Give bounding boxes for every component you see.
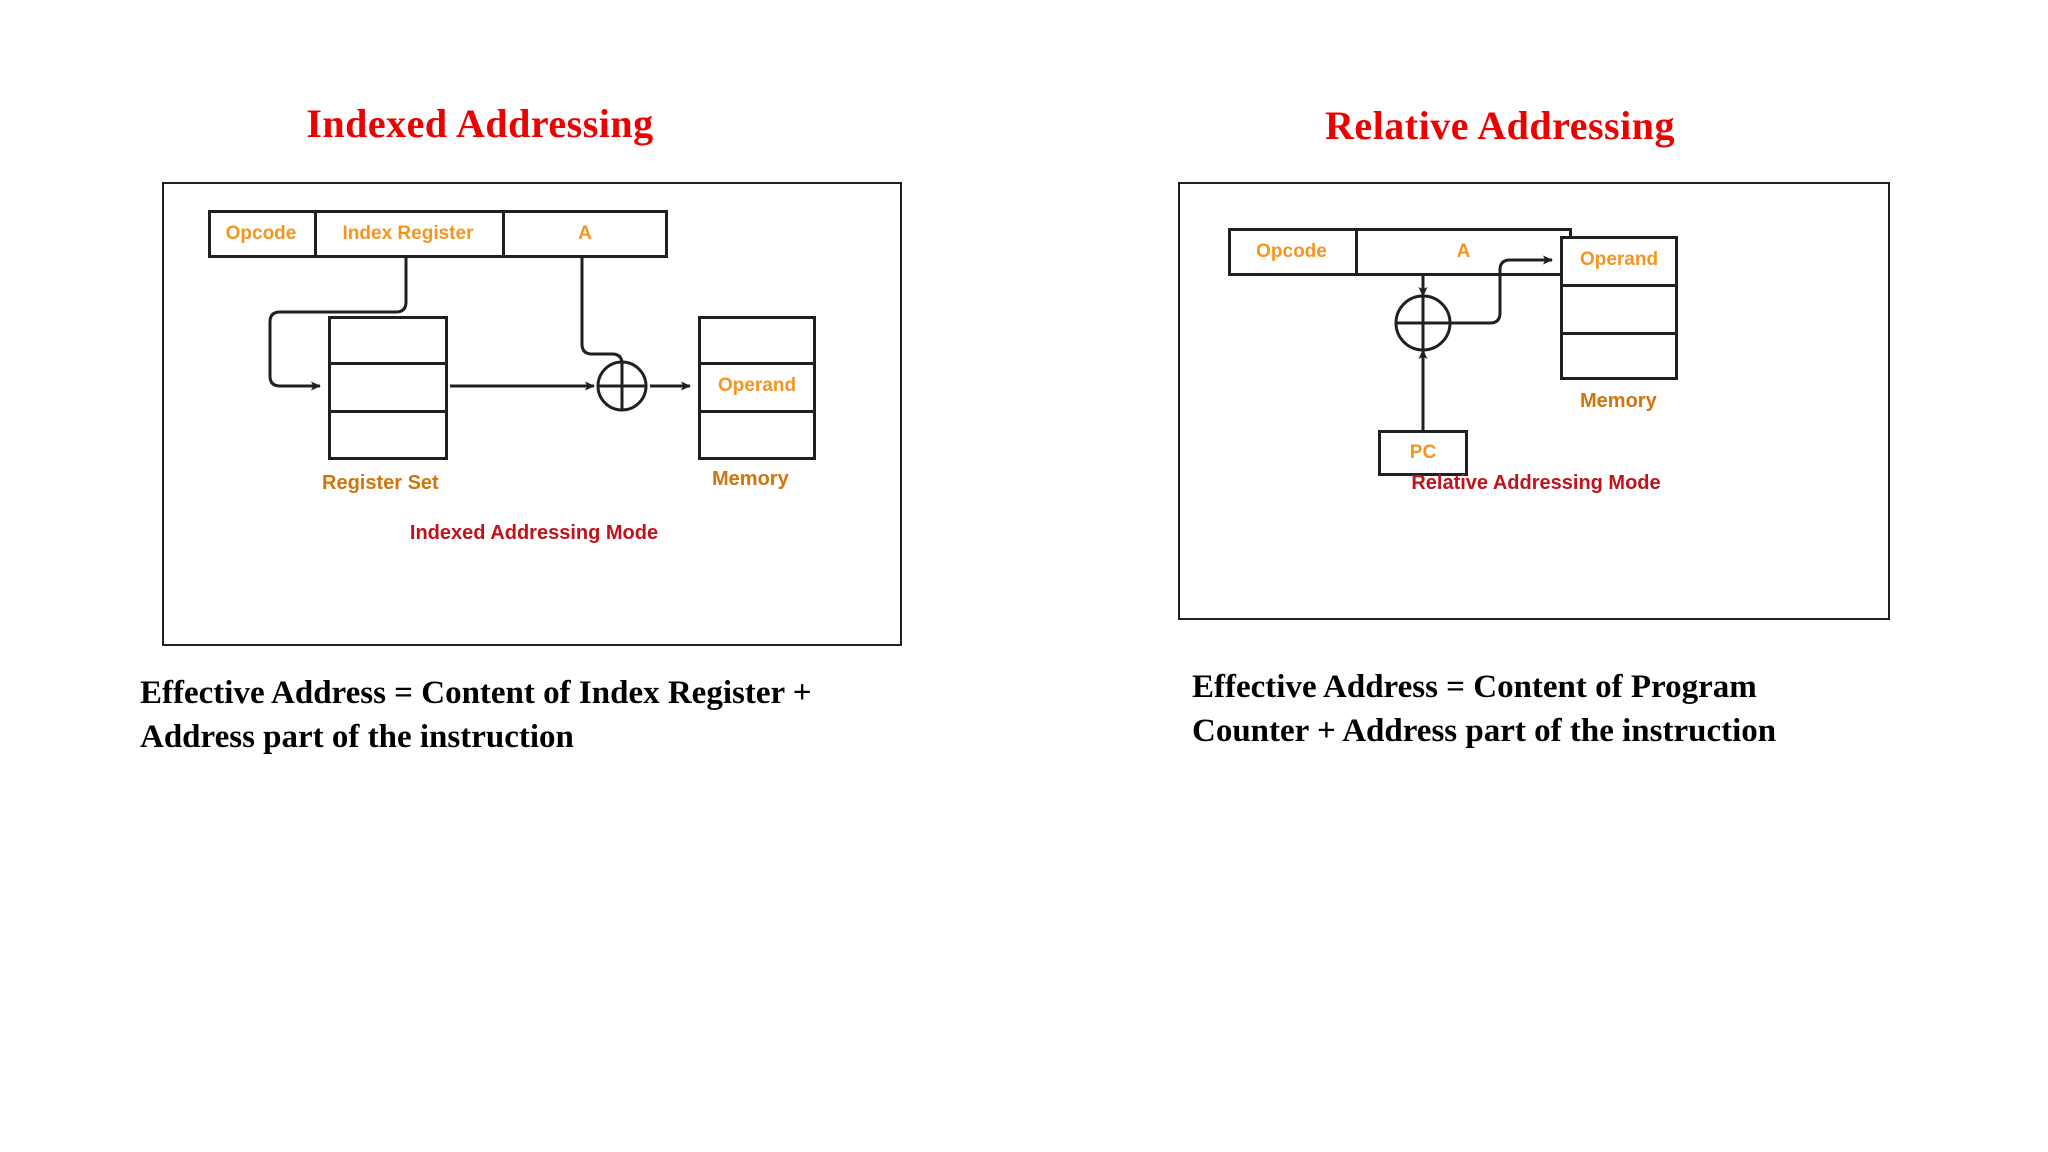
indexed-field-address: A — [578, 223, 592, 244]
relative-formula-line-1: Effective Address = Content of Program — [1192, 669, 1757, 705]
indexed-formula-line-1: Effective Address = Content of Index Reg… — [140, 675, 812, 711]
register-set-row-divider-1 — [328, 362, 448, 365]
register-set-row-divider-2 — [328, 410, 448, 413]
relative-memory-row-divider-2 — [1560, 332, 1678, 335]
indexed-memory-label: Memory — [712, 468, 789, 490]
relative-memory-box — [1560, 236, 1678, 380]
heading-indexed-addressing: Indexed Addressing — [306, 101, 654, 146]
indexed-instruction-format — [208, 210, 668, 258]
indexed-register-set-label: Register Set — [322, 472, 439, 494]
indexed-memory-box — [698, 316, 816, 460]
relative-instruction-divider-1 — [1355, 228, 1358, 276]
relative-memory-operand-cell: Operand — [1579, 249, 1659, 270]
relative-pc-box — [1378, 430, 1468, 476]
relative-pc-label: PC — [1409, 442, 1437, 463]
heading-relative-addressing: Relative Addressing — [1325, 103, 1675, 148]
indexed-mode-caption: Indexed Addressing Mode — [409, 522, 659, 544]
indexed-register-set-box — [328, 316, 448, 460]
indexed-memory-row-divider-2 — [698, 410, 816, 413]
indexed-field-opcode: Opcode — [225, 223, 297, 244]
relative-mode-caption: Relative Addressing Mode — [1411, 472, 1661, 494]
indexed-field-index-register: Index Register — [342, 223, 474, 244]
instruction-divider-1 — [314, 210, 317, 258]
relative-memory-row-divider-1 — [1560, 284, 1678, 287]
relative-field-opcode: Opcode — [1256, 241, 1327, 262]
relative-memory-label: Memory — [1580, 390, 1657, 412]
relative-effective-address-formula: Effective Address = Content of Program C… — [1192, 666, 1912, 753]
indexed-memory-operand-cell: Operand — [717, 375, 797, 396]
indexed-memory-row-divider-1 — [698, 362, 816, 365]
relative-formula-line-2: Counter + Address part of the instructio… — [1192, 712, 1777, 749]
indexed-effective-address-formula: Effective Address = Content of Index Reg… — [140, 672, 940, 759]
relative-addressing-diagram: Opcode A PC Operand Memory Relative Addr… — [1178, 182, 1890, 620]
indexed-formula-line-2: Address part of the instruction — [140, 718, 574, 755]
relative-field-address: A — [1456, 241, 1471, 262]
indexed-addressing-diagram: Opcode Index Register A Register Set Ope… — [162, 182, 902, 646]
instruction-divider-2 — [502, 210, 505, 258]
